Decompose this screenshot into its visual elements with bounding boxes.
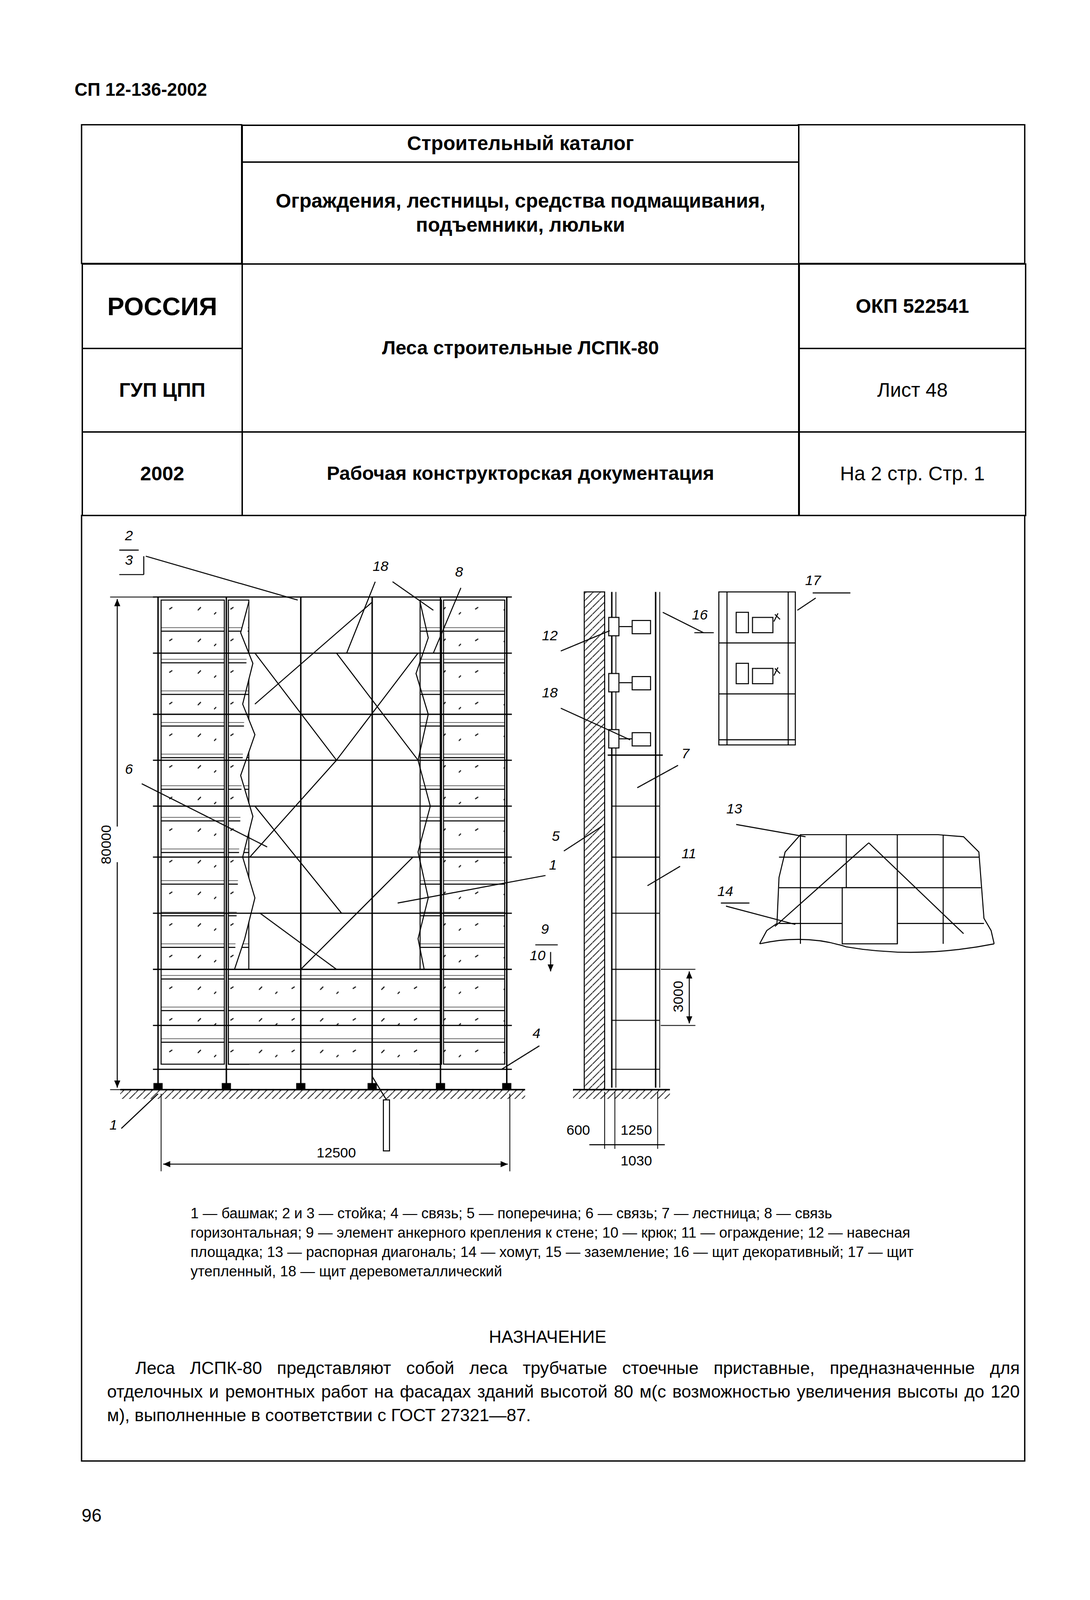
dimension-label: 80000 [98,823,115,866]
table-cell: Рабочая конструкторская документация [241,431,800,516]
callout-number: 3 [123,551,135,569]
callout-number: 11 [680,845,698,862]
cell-text: На 2 стр. Стр. 1 [840,461,985,486]
cell-text: ОКП 522541 [855,294,969,318]
callout-number: 2 [123,527,135,544]
cell-text: РОССИЯ [107,291,218,322]
table-cell: Ограждения, лестницы, средства подмащива… [241,161,800,265]
page-text: 96 [81,1505,102,1526]
cell-text: Ограждения, лестницы, средства подмащива… [249,189,792,237]
table-cell: 2002 [81,431,243,516]
callout-number: 1 [547,856,559,874]
cell-text: Леса строительные ЛСПК-80 [382,336,659,360]
callout-number: 9 [539,920,551,938]
callout-number: 12 [540,627,559,644]
callout-number: 1 [108,1116,119,1133]
page-text: СП 12-136-2002 [74,79,208,101]
dimension-label: 1250 [619,1121,654,1139]
callout-number: 18 [540,684,559,701]
table-cell: ГУП ЦПП [81,347,243,433]
callout-number: 5 [550,827,562,845]
callout-number: 7 [680,745,691,762]
table-cell: ОКП 522541 [798,263,1027,350]
cell-text: Лист 48 [877,378,949,402]
callout-number: 6 [123,760,135,778]
cell-text: 2002 [140,461,184,486]
table-cell: Леса строительные ЛСПК-80 [241,263,800,433]
callout-number: 16 [690,606,709,624]
dimension-label: НАЗНАЧЕНИЕ [487,1326,608,1348]
table-cell: РОССИЯ [81,263,243,350]
text-paragraph: 1 — башмак; 2 и 3 — стойка; 4 — связь; 5… [190,1203,920,1281]
dimension-label: 600 [565,1121,592,1139]
callout-number: 8 [453,563,465,581]
table-cell: На 2 стр. Стр. 1 [798,431,1027,516]
callout-number: 18 [371,557,390,575]
table-cell: Строительный каталог [241,124,800,163]
callout-number: 4 [531,1024,542,1042]
dimension-label: 12500 [315,1144,358,1161]
callout-number: 17 [803,572,823,589]
cell-text: ГУП ЦПП [119,378,206,402]
table-cell: Лист 48 [798,347,1027,433]
text-paragraph: Леса ЛСПК-80 представляют собой леса тру… [107,1356,1020,1427]
cell-text: Рабочая конструкторская документация [326,461,715,485]
dimension-label: 3000 [670,979,687,1014]
callout-number: 14 [715,882,735,900]
callout-number: 10 [528,947,547,964]
callout-number: 13 [724,800,744,817]
cell-text: Строительный каталог [407,131,634,156]
dimension-label: 1030 [619,1152,654,1169]
